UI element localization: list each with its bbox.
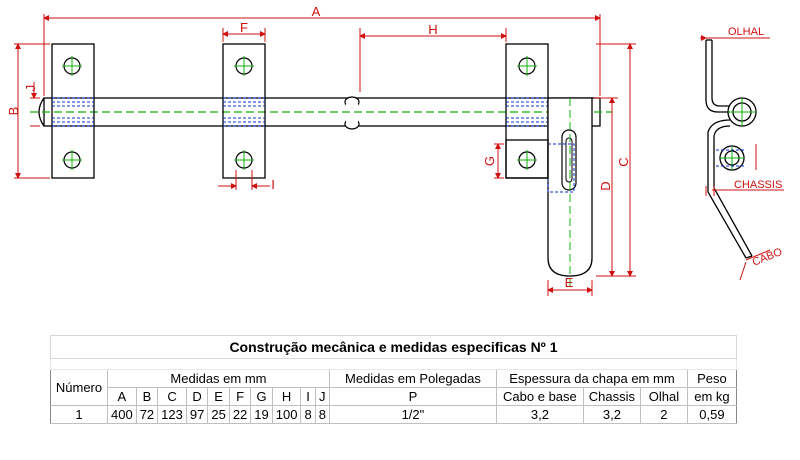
label-cabo: CABO xyxy=(751,246,785,269)
numero-header: Número xyxy=(50,369,108,406)
cell-h: 100 xyxy=(271,405,302,424)
col-i: I xyxy=(300,387,316,406)
table-header-row-2: A B C D E F G H I J P Cabo e base Chassi… xyxy=(51,387,737,406)
bracket-middle xyxy=(222,43,266,179)
cell-peso: 0,59 xyxy=(686,405,737,424)
col-d: D xyxy=(185,387,209,406)
label-c: C xyxy=(616,157,631,166)
col-olhal: Olhal xyxy=(639,387,688,406)
col-c: C xyxy=(157,387,187,406)
label-i: I xyxy=(271,177,275,192)
col-p: P xyxy=(328,387,497,406)
cell-numero: 1 xyxy=(50,405,108,424)
cell-g: 19 xyxy=(250,405,273,424)
label-e: E xyxy=(565,275,574,290)
cell-p: 1/2" xyxy=(328,405,497,424)
col-cabo-base: Cabo e base xyxy=(495,387,584,406)
label-chassis: CHASSIS xyxy=(734,179,782,191)
bolt-rod xyxy=(38,96,601,130)
label-j: J xyxy=(23,85,38,92)
label-f: F xyxy=(240,20,248,35)
label-d: D xyxy=(598,181,613,190)
handle xyxy=(547,97,593,286)
label-olhal: OLHAL xyxy=(728,26,764,38)
peso-header: Peso xyxy=(686,369,737,388)
label-h: H xyxy=(428,22,437,37)
mm-header: Medidas em mm xyxy=(107,369,330,388)
bracket-left xyxy=(51,43,95,179)
espessura-header: Espessura da chapa em mm xyxy=(495,369,688,388)
cell-i: 8 xyxy=(300,405,316,424)
hasp-block xyxy=(505,139,549,179)
col-chassis: Chassis xyxy=(582,387,641,406)
pol-header: Medidas em Polegadas xyxy=(328,369,497,388)
col-a: A xyxy=(107,387,137,406)
label-b: B xyxy=(6,107,21,116)
front-view xyxy=(30,43,612,286)
cell-a: 400 xyxy=(107,405,137,424)
cell-olhal: 2 xyxy=(639,405,688,424)
col-peso: em kg xyxy=(686,387,737,406)
col-j: J xyxy=(314,387,330,406)
col-b: B xyxy=(135,387,159,406)
cell-j: 8 xyxy=(314,405,330,424)
dimensions xyxy=(14,14,636,296)
cell-cabo-base: 3,2 xyxy=(495,405,584,424)
table-row: 1 400 72 123 97 25 22 19 100 8 8 1/2" 3,… xyxy=(50,405,737,424)
cell-d: 97 xyxy=(185,405,209,424)
cell-e: 25 xyxy=(207,405,230,424)
col-h: H xyxy=(271,387,302,406)
table-header-row-1: Número Medidas em mm Medidas em Polegada… xyxy=(50,369,737,406)
cell-chassis: 3,2 xyxy=(582,405,641,424)
col-f: F xyxy=(228,387,252,406)
col-e: E xyxy=(207,387,230,406)
cell-b: 72 xyxy=(135,405,159,424)
table-title: Construção mecânica e medidas especifica… xyxy=(50,335,737,359)
dimension-labels: A F H B J I G C D E xyxy=(6,4,631,290)
col-g: G xyxy=(250,387,273,406)
cell-c: 123 xyxy=(157,405,187,424)
table-title-row: Construção mecânica e medidas especifica… xyxy=(50,335,737,359)
side-view: OLHAL CHASSIS CABO xyxy=(700,26,785,281)
technical-drawing: A F H B J I G C D E xyxy=(6,4,785,296)
label-a: A xyxy=(312,4,321,19)
cell-f: 22 xyxy=(228,405,252,424)
spec-table: Construção mecânica e medidas especifica… xyxy=(50,335,737,424)
label-g: G xyxy=(482,156,497,166)
